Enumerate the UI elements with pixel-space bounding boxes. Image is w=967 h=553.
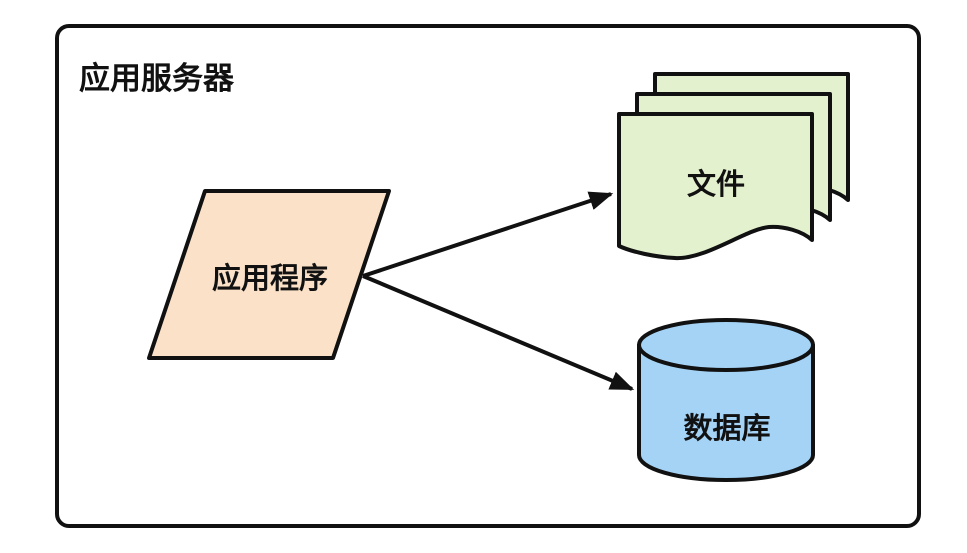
file-label: 文件 (687, 167, 745, 201)
edge-application-to-file (362, 191, 614, 278)
application-label: 应用程序 (212, 261, 328, 295)
database-node: 数据库 (637, 318, 815, 482)
edge-application-to-database (362, 274, 635, 391)
file-node: 文件 (617, 72, 850, 261)
database-cylinder-top (637, 318, 815, 372)
file-page-front (617, 112, 814, 261)
container-title: 应用服务器 (79, 61, 235, 96)
database-cylinder-body (637, 343, 815, 482)
application-node (147, 189, 391, 360)
database-label: 数据库 (683, 412, 770, 445)
